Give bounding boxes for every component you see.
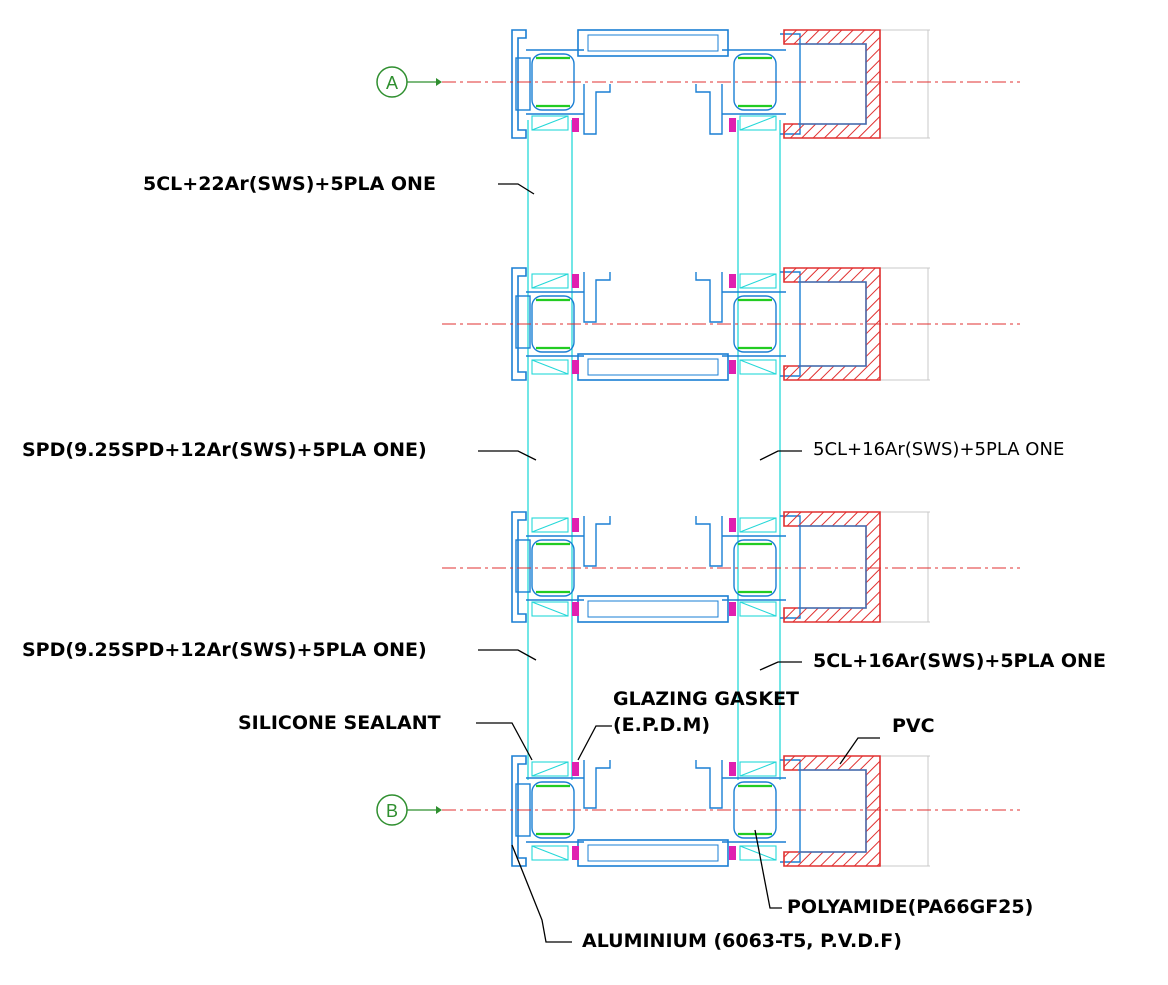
label-glazing-gasket: GLAZING GASKET: [613, 688, 800, 710]
leader-glass-mid-left-2: [478, 649, 537, 661]
epdm-gasket-left: [572, 762, 579, 776]
epdm-gasket-left: [572, 118, 579, 132]
sash-leg-left: [583, 272, 611, 323]
epdm-gasket-left: [572, 274, 579, 288]
aluminium-frame-right: [780, 33, 801, 135]
leader-polyamide: [754, 829, 782, 909]
leader-glass-top: [498, 183, 535, 195]
leader-aluminium: [511, 844, 572, 943]
sash-leg-right: [695, 84, 723, 135]
leader-silicone-sealant: [476, 722, 533, 761]
leader-glass-mid-left-1: [478, 450, 537, 461]
label-polyamide: POLYAMIDE(PA66GF25): [787, 896, 1034, 918]
leader-glass-mid-right-1: [759, 450, 802, 461]
sash-rail: [577, 29, 729, 57]
section-mid-1: [442, 267, 1020, 381]
label-glass-mid-right-2: 5CL+16Ar(SWS)+5PLA ONE: [813, 650, 1106, 672]
frame-sections: [442, 29, 1020, 867]
epdm-gasket-right: [729, 762, 736, 776]
label-glass-mid-left-1: SPD(9.25SPD+12Ar(SWS)+5PLA ONE): [22, 439, 427, 461]
sash-leg-left: [583, 516, 611, 567]
label-glass-mid-right-1: 5CL+16Ar(SWS)+5PLA ONE: [813, 439, 1065, 460]
epdm-gasket-right: [729, 274, 736, 288]
sash-leg-left: [583, 84, 611, 135]
glazing-bead-left: [531, 115, 569, 131]
leader-pvc: [839, 737, 880, 765]
epdm-gasket-left: [572, 360, 579, 374]
epdm-gasket-left: [572, 846, 579, 860]
glazing-bead-right: [739, 273, 777, 289]
leader-glazing-gasket: [577, 725, 612, 761]
label-glazing-gasket-material: (E.P.D.M): [613, 714, 711, 736]
glazing-bead-left: [531, 517, 569, 533]
sash-leg-right: [695, 272, 723, 323]
aluminium-frame-left: [511, 267, 527, 381]
leader-lines: [476, 183, 880, 943]
epdm-gasket-left: [572, 518, 579, 532]
sash-rail: [577, 839, 729, 867]
glazing-bead-right: [739, 115, 777, 131]
epdm-gasket-right: [729, 360, 736, 374]
epdm-gasket-right: [729, 602, 736, 616]
epdm-gasket-right: [729, 846, 736, 860]
section-top: [442, 29, 1020, 139]
sash-rail: [577, 353, 729, 381]
aluminium-frame-right: [780, 515, 801, 619]
marker-a-text: A: [386, 73, 398, 93]
glazing-bead-left: [531, 761, 569, 777]
sash-rail: [577, 595, 729, 623]
leader-glass-mid-right-2: [759, 661, 802, 671]
aluminium-frame-left: [511, 755, 527, 867]
sash-leg-right: [695, 760, 723, 809]
epdm-gasket-right: [729, 118, 736, 132]
sash-leg-right: [695, 516, 723, 567]
glass-panes: [527, 120, 781, 780]
label-glass-top: 5CL+22Ar(SWS)+5PLA ONE: [143, 173, 436, 195]
glazing-bead-left: [531, 273, 569, 289]
section-marker-a: A: [376, 66, 442, 98]
epdm-gasket-right: [729, 518, 736, 532]
aluminium-frame-right: [780, 759, 801, 863]
aluminium-frame-left: [511, 511, 527, 623]
epdm-gasket-left: [572, 602, 579, 616]
label-aluminium: ALUMINIUM (6063-T5, P.V.D.F): [582, 930, 902, 952]
label-glass-mid-left-2: SPD(9.25SPD+12Ar(SWS)+5PLA ONE): [22, 639, 427, 661]
section-marker-b: B: [376, 794, 442, 826]
aluminium-frame-left: [511, 29, 527, 139]
glazing-bead-right: [739, 761, 777, 777]
label-pvc: PVC: [892, 715, 935, 737]
sash-leg-left: [583, 760, 611, 809]
section-mid-2: [442, 511, 1020, 623]
section-bottom: [442, 755, 1020, 867]
marker-b-text: B: [386, 801, 398, 821]
glazing-bead-right: [739, 517, 777, 533]
label-silicone-sealant: SILICONE SEALANT: [238, 712, 441, 734]
